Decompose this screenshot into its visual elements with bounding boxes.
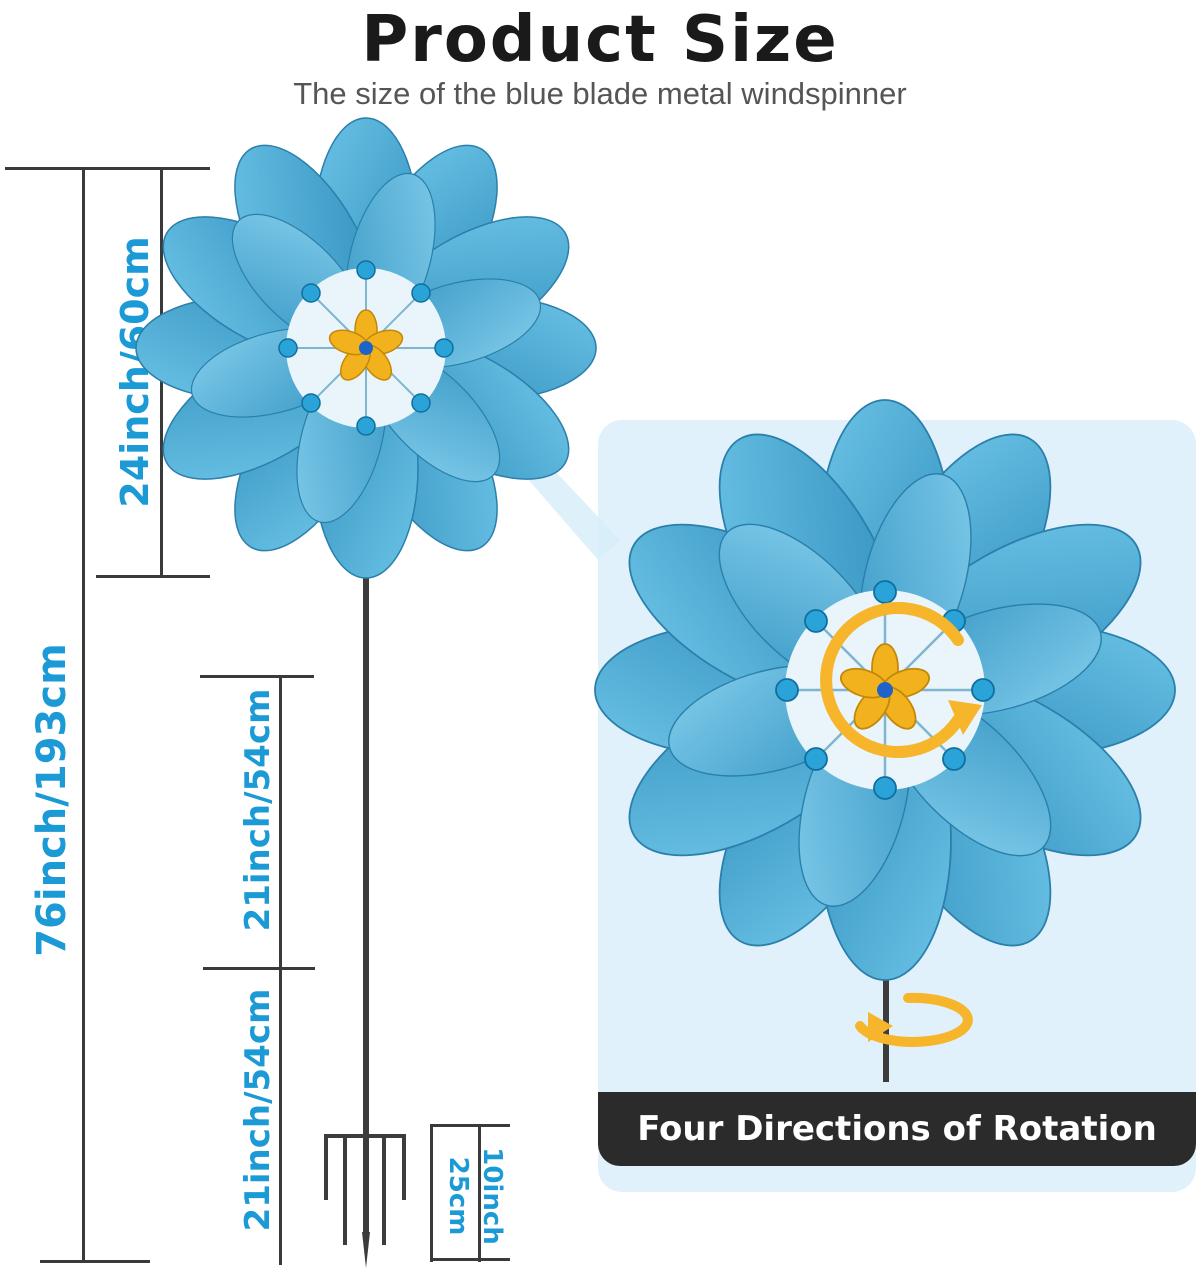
rotate-arrowhead bbox=[948, 700, 982, 735]
pole-mid-tick bbox=[203, 967, 315, 970]
total-height-top-tick bbox=[5, 167, 210, 170]
stake-legs bbox=[324, 1134, 406, 1245]
zoom-connector bbox=[520, 455, 620, 560]
detail-flower bbox=[594, 399, 1176, 981]
pole-upper-top-tick bbox=[200, 675, 314, 678]
center-gem bbox=[359, 341, 373, 355]
total-height-bottom-tick bbox=[40, 1260, 150, 1263]
stake-top-tick bbox=[430, 1124, 510, 1127]
total-height-line bbox=[82, 167, 85, 1262]
stake-line-right bbox=[478, 1124, 481, 1262]
spin-horizontal-icon bbox=[855, 992, 973, 1047]
head-height-bottom-tick bbox=[96, 575, 210, 578]
page-subtitle: The size of the blue blade metal windspi… bbox=[293, 76, 907, 111]
stake-bottom-tick bbox=[430, 1258, 510, 1261]
rotate-clockwise-icon bbox=[820, 602, 964, 758]
pole-upper-line bbox=[279, 675, 282, 1265]
gems bbox=[278, 260, 454, 436]
stake-tip bbox=[362, 1232, 370, 1268]
pole bbox=[363, 470, 369, 1232]
main-flower bbox=[135, 117, 597, 579]
rotation-banner: Four Directions of Rotation bbox=[598, 1092, 1196, 1166]
page-title: Product Size bbox=[361, 3, 839, 77]
spin-arrowhead bbox=[868, 1012, 893, 1042]
stake-line bbox=[430, 1124, 433, 1262]
rotation-banner-text: Four Directions of Rotation bbox=[637, 1109, 1157, 1149]
